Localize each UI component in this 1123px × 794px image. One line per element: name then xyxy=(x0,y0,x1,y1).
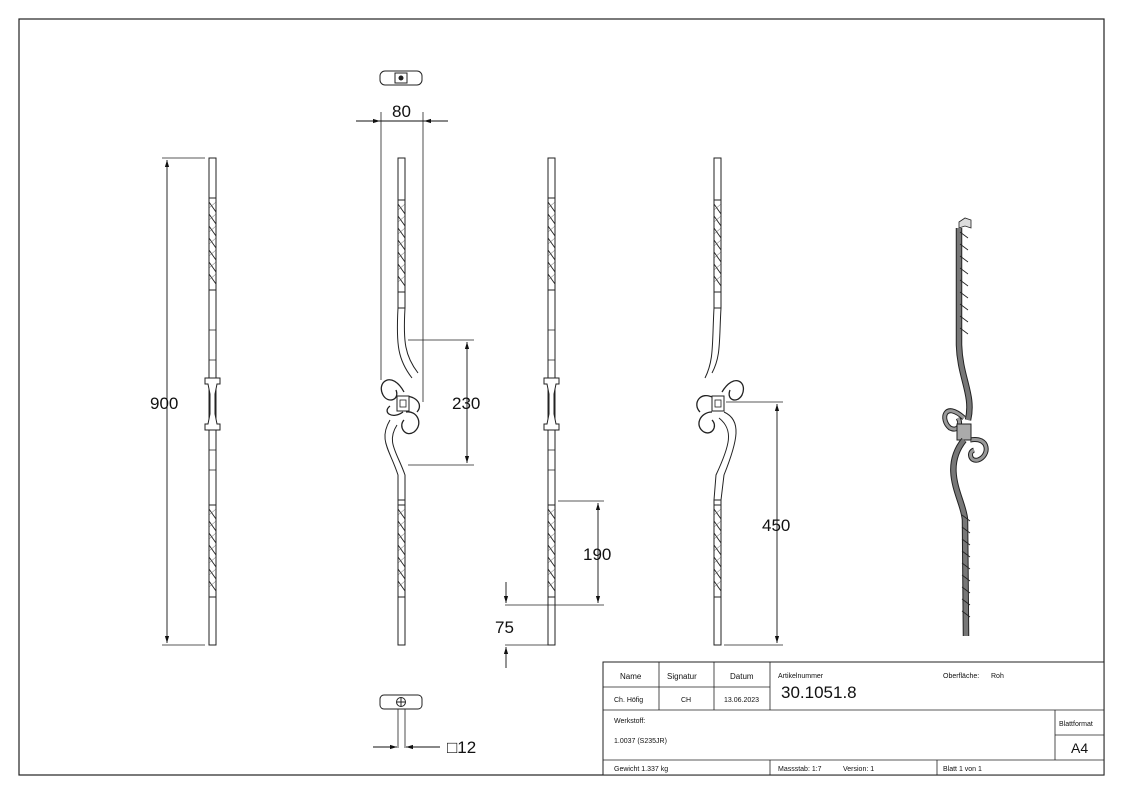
dimension-900: 900 xyxy=(150,394,178,413)
signature-label: Signatur xyxy=(667,672,697,681)
article-label: Artikelnummer xyxy=(778,673,824,680)
sheet-text: Blatt 1 von 1 xyxy=(943,766,982,773)
signature-value: CH xyxy=(681,697,691,704)
title-block: Name Signatur Datum Artikelnummer Oberfl… xyxy=(602,661,1105,776)
side-view-2: 190 75 xyxy=(495,157,611,668)
side-view: 900 xyxy=(150,157,221,646)
format-value: A4 xyxy=(1071,740,1088,756)
date-label: Datum xyxy=(730,672,754,681)
dimension-80: 80 xyxy=(392,102,411,121)
article-number: 30.1051.8 xyxy=(781,683,857,702)
weight-text: Gewicht 1.337 kg xyxy=(614,766,668,773)
front-view: 80 230 xyxy=(356,102,480,646)
dimension-190: 190 xyxy=(583,545,611,564)
isometric-view xyxy=(942,217,989,637)
front-view-2: 450 xyxy=(696,157,790,646)
scale-text: Massstab: 1:7 xyxy=(778,766,822,773)
date-value: 13.06.2023 xyxy=(724,697,759,704)
name-value: Ch. Höfig xyxy=(614,697,643,704)
format-label: Blattformat xyxy=(1059,721,1093,728)
dimension-230: 230 xyxy=(452,394,480,413)
dimension-75: 75 xyxy=(495,618,514,637)
material-value: 1.0037 (S235JR) xyxy=(614,738,667,745)
name-label: Name xyxy=(620,672,642,681)
top-view-icon xyxy=(379,70,423,86)
sheet-border xyxy=(18,18,1105,776)
dimension-450: 450 xyxy=(762,516,790,535)
section-view: □12 xyxy=(373,694,476,757)
surface-label: Oberfläche: xyxy=(943,673,979,680)
dimension-section: □12 xyxy=(447,738,476,757)
material-label: Werkstoff: xyxy=(614,718,645,725)
version-text: Version: 1 xyxy=(843,766,874,773)
surface-value: Roh xyxy=(991,673,1004,680)
